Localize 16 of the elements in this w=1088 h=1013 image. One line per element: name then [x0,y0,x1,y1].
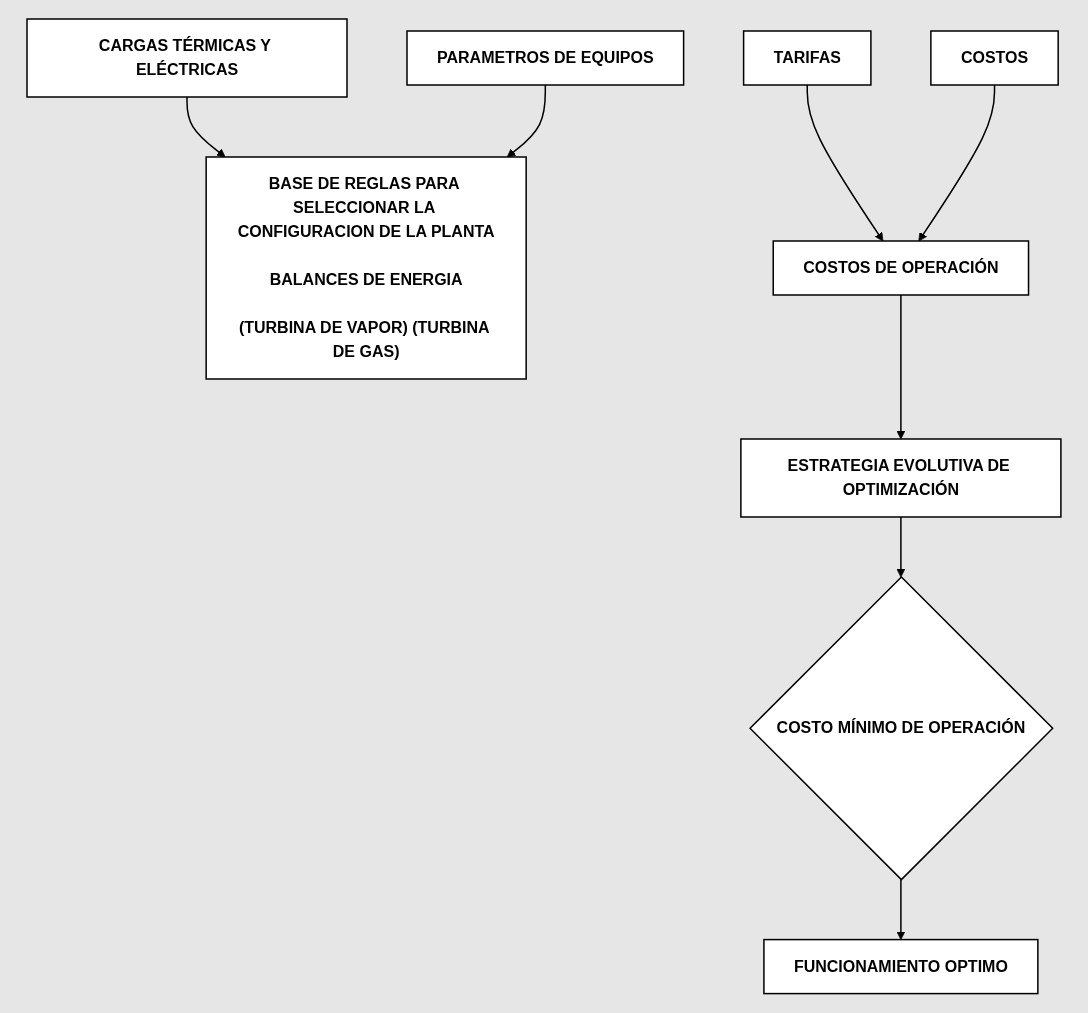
node-diamond: COSTO MÍNIMO DE OPERACIÓN [749,576,1054,881]
arrow [896,294,906,440]
node-box: COSTOS DE OPERACIÓN [772,240,1030,296]
arrow [186,96,226,158]
arrow [896,879,906,941]
node-box: CARGAS TÉRMICAS Y ELÉCTRICAS [26,18,348,98]
node-box: BASE DE REGLAS PARA SELECCIONAR LA CONFIGURACION DE LA PLANTA BALANCES DE ENERGIA (TURBINA DE VAPOR) (TURBINA DE GAS) [205,156,527,380]
node-box: COSTOS [930,30,1059,86]
node-box: FUNCIONAMIENTO OPTIMO [763,939,1039,995]
node-box: ESTRATEGIA EVOLUTIVA DE OPTIMIZACIÓN [740,438,1062,518]
node-box: TARIFAS [742,30,872,86]
node-box: PARAMETROS DE EQUIPOS [406,30,685,86]
arrow [806,84,884,242]
arrow [506,84,547,158]
arrow [918,84,996,242]
arrow [896,516,906,578]
